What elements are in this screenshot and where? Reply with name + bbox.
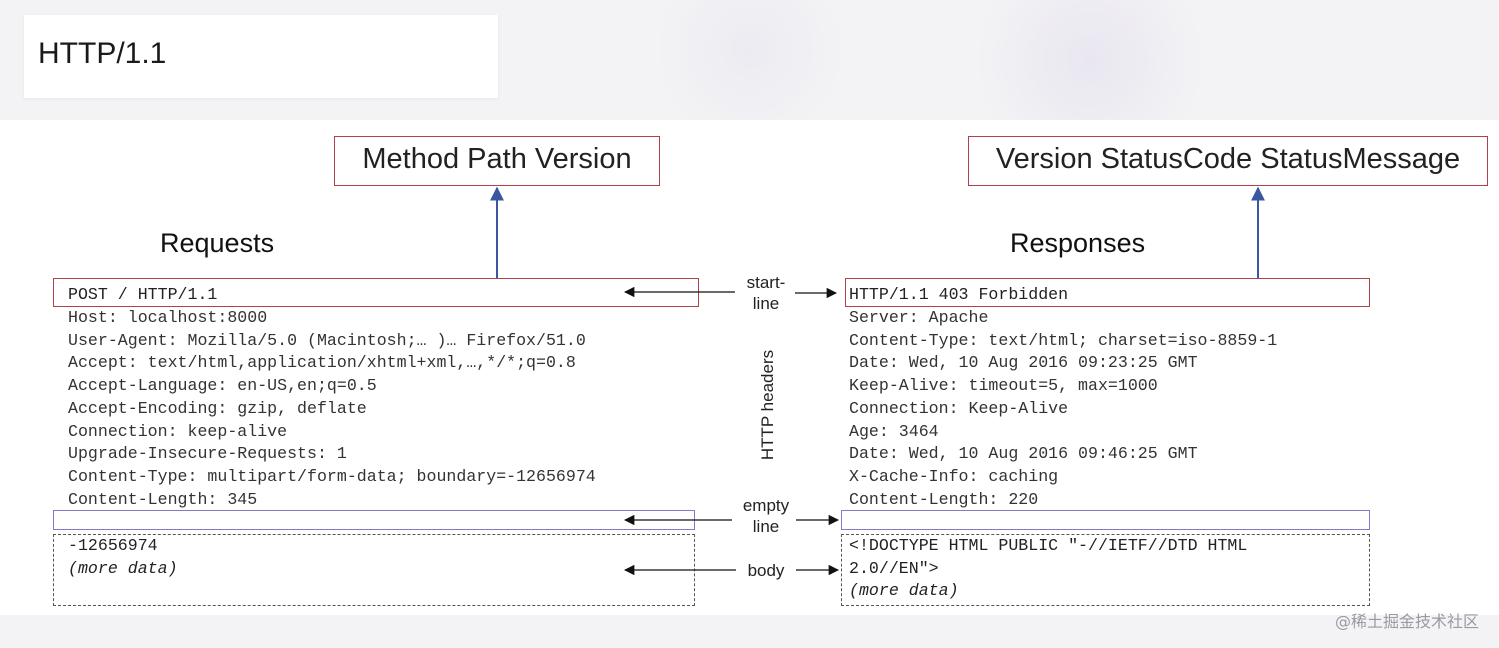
responses-heading: Responses <box>1010 228 1146 258</box>
response-header-line: X-Cache-Info: caching <box>849 466 1059 486</box>
response-start-line: HTTP/1.1 403 Forbidden <box>849 285 1069 304</box>
response-body: <!DOCTYPE HTML PUBLIC "-//IETF//DTD HTML… <box>849 535 1247 603</box>
request-header-line: Host: localhost:8000 <box>68 308 268 327</box>
empty-line-label-line2: line <box>752 517 780 536</box>
response-header-line: Content-Type: text/html; charset=iso-885… <box>849 330 1278 350</box>
slide-title: HTTP/1.1 <box>38 37 167 70</box>
response-header-line: Date: Wed, 10 Aug 2016 09:46:25 GMT <box>849 444 1198 464</box>
response-header-line: Connection: Keep-Alive <box>849 398 1069 418</box>
empty-line-label: empty line <box>732 495 800 537</box>
response-body-line: <!DOCTYPE HTML PUBLIC "-//IETF//DTD HTML <box>849 536 1248 555</box>
body-label: body <box>747 561 785 580</box>
request-start-line: POST / HTTP/1.1 <box>68 285 218 304</box>
start-line-label-line2: line <box>752 294 780 313</box>
request-line-format-box: Method Path Version <box>334 136 660 186</box>
watermark: @稀土掘金技术社区 <box>1334 612 1479 631</box>
request-body-line: (more data) <box>68 558 178 578</box>
response-header-line: Content-Length: 220 <box>849 489 1039 509</box>
background-decoration <box>640 0 860 130</box>
response-body-line: 2.0//EN"> <box>849 558 939 578</box>
requests-heading: Requests <box>160 228 275 258</box>
request-header-line: User-Agent: Mozilla/5.0 (Macintosh;… )… … <box>68 330 586 350</box>
start-line-label-line1: start- <box>746 273 786 292</box>
response-header-line: Server: Apache <box>849 308 989 327</box>
request-header-line: Accept-Encoding: gzip, deflate <box>68 398 367 418</box>
request-header-line: Content-Length: 345 <box>68 489 258 509</box>
response-body-line: (more data) <box>849 581 959 601</box>
start-line-label: start- line <box>738 272 794 314</box>
request-header-line: Connection: keep-alive <box>68 421 288 441</box>
diagram-arrows <box>490 186 1265 576</box>
request-header-line: Accept: text/html,application/xhtml+xml,… <box>68 353 576 373</box>
request-headers: Host: localhost:8000 User-Agent: Mozilla… <box>68 307 596 511</box>
response-header-line: Keep-Alive: timeout=5, max=1000 <box>849 376 1158 396</box>
response-header-line: Date: Wed, 10 Aug 2016 09:23:25 GMT <box>849 353 1198 373</box>
status-line-format-box: Version StatusCode StatusMessage <box>968 136 1488 186</box>
status-line-format-label: Version StatusCode StatusMessage <box>995 143 1461 175</box>
empty-line-label-line1: empty <box>742 496 790 515</box>
request-body: -12656974 (more data) <box>68 535 178 580</box>
http-message-diagram: Method Path Version Version StatusCode S… <box>0 120 1499 615</box>
request-header-line: Content-Type: multipart/form-data; bound… <box>68 466 596 486</box>
request-body-line: -12656974 <box>68 536 158 555</box>
request-line-format-label: Method Path Version <box>362 143 632 175</box>
response-empty-line-box <box>841 510 1370 530</box>
request-header-line: Accept-Language: en-US,en;q=0.5 <box>68 376 377 396</box>
slide-title-card: HTTP/1.1 <box>24 15 498 98</box>
response-start-line-box <box>845 278 1370 307</box>
response-body-box <box>841 534 1370 606</box>
request-header-line: Upgrade-Insecure-Requests: 1 <box>68 444 347 464</box>
response-header-line: Age: 3464 <box>849 421 939 441</box>
response-headers: Server: Apache Content-Type: text/html; … <box>849 307 1277 511</box>
